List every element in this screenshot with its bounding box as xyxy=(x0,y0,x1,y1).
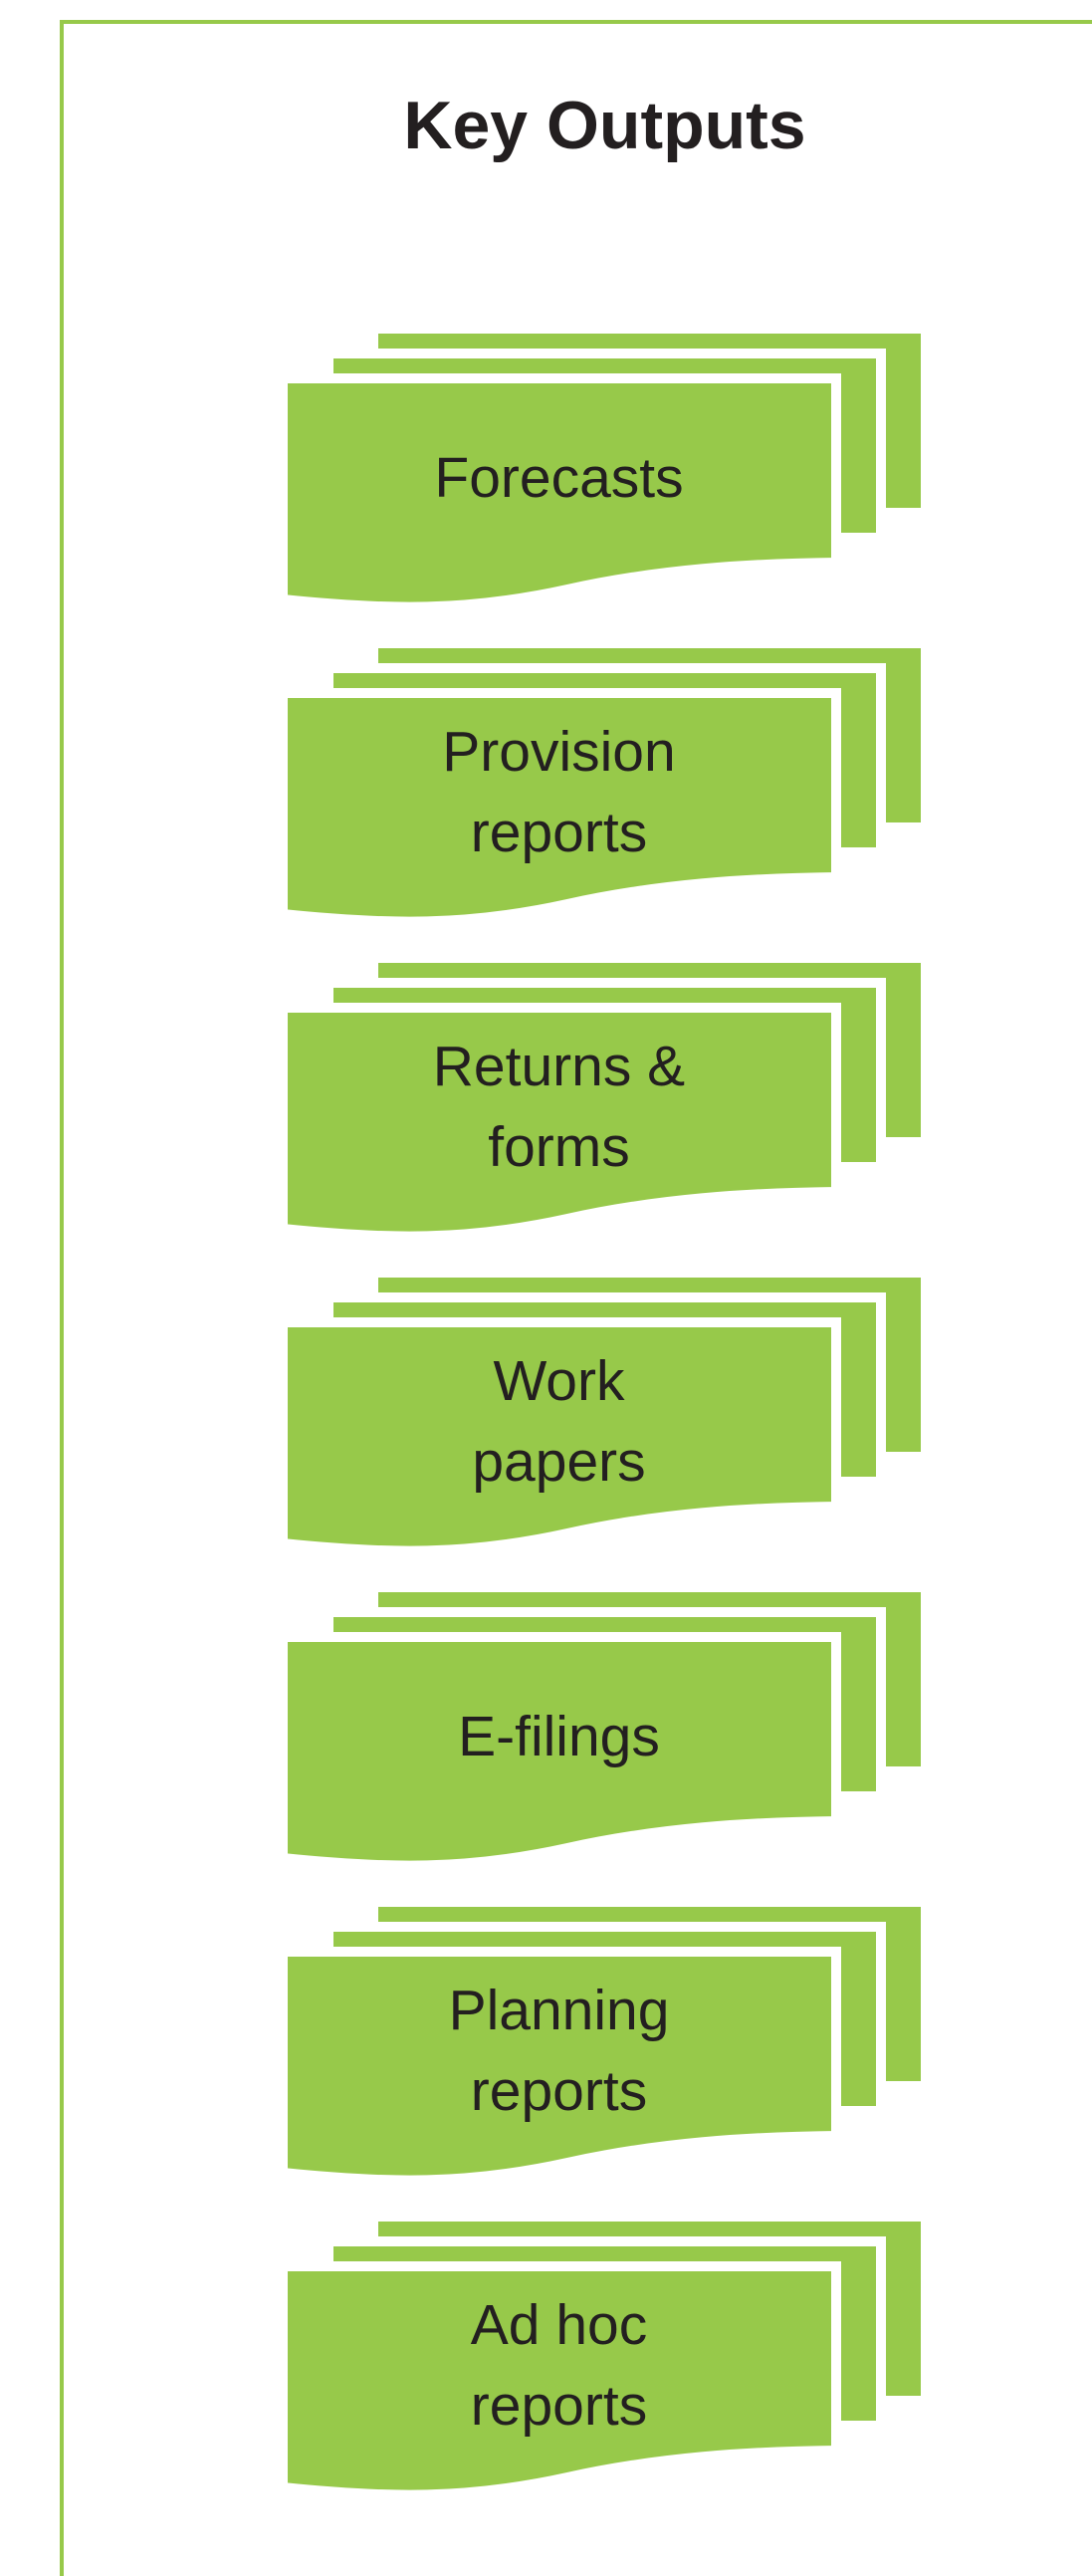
document-stack-icon xyxy=(278,1897,931,2186)
output-document-stack: E-filings xyxy=(278,1582,936,1876)
output-document-stack: Ad hoc reports xyxy=(278,2212,936,2505)
output-document-stack: Provision reports xyxy=(278,638,936,932)
output-label-line: reports xyxy=(470,2059,648,2123)
output-label-line: Forecasts xyxy=(434,445,684,510)
front-document-sheet xyxy=(278,373,841,612)
document-stack-icon xyxy=(278,2212,931,2500)
front-document-sheet xyxy=(278,2261,841,2500)
output-label-line: forms xyxy=(488,1115,630,1179)
output-label: Ad hoc reports xyxy=(283,2266,835,2465)
document-stack-icon xyxy=(278,1268,931,1556)
output-document-stack: Planning reports xyxy=(278,1897,936,2191)
output-label: Planning reports xyxy=(283,1952,835,2151)
output-document-stack: Returns & forms xyxy=(278,953,936,1247)
front-document-sheet xyxy=(278,1317,841,1556)
output-label-line: Returns & xyxy=(432,1035,686,1098)
outputs-panel-frame xyxy=(60,20,1092,2576)
front-document-sheet xyxy=(278,1947,841,2186)
front-document-sheet xyxy=(278,688,841,927)
front-document-sheet xyxy=(278,1003,841,1242)
output-document-stack: Forecasts xyxy=(278,324,936,617)
output-label-line: Provision xyxy=(442,720,676,784)
document-stack-icon xyxy=(278,324,931,612)
output-label: E-filings xyxy=(283,1637,835,1836)
output-label: Forecasts xyxy=(283,378,835,578)
panel-title: Key Outputs xyxy=(403,88,806,163)
output-label-line: Planning xyxy=(448,1979,670,2042)
document-stack-icon xyxy=(278,638,931,927)
output-label-line: Work xyxy=(493,1349,625,1413)
output-label: Returns & forms xyxy=(283,1008,835,1207)
front-document-sheet xyxy=(278,1632,841,1871)
output-label: Provision reports xyxy=(283,693,835,892)
document-stack-icon xyxy=(278,1582,931,1871)
title-container: Key Outputs xyxy=(0,92,1092,159)
output-label-line: E-filings xyxy=(458,1704,660,1768)
output-label-line: papers xyxy=(472,1430,646,1494)
output-label: Work papers xyxy=(283,1322,835,1522)
output-document-stack: Work papers xyxy=(278,1268,936,1561)
document-stack-icon xyxy=(278,953,931,1242)
output-label-line: Ad hoc xyxy=(470,2293,648,2357)
output-label-line: reports xyxy=(470,801,648,864)
output-label-line: reports xyxy=(470,2374,648,2438)
